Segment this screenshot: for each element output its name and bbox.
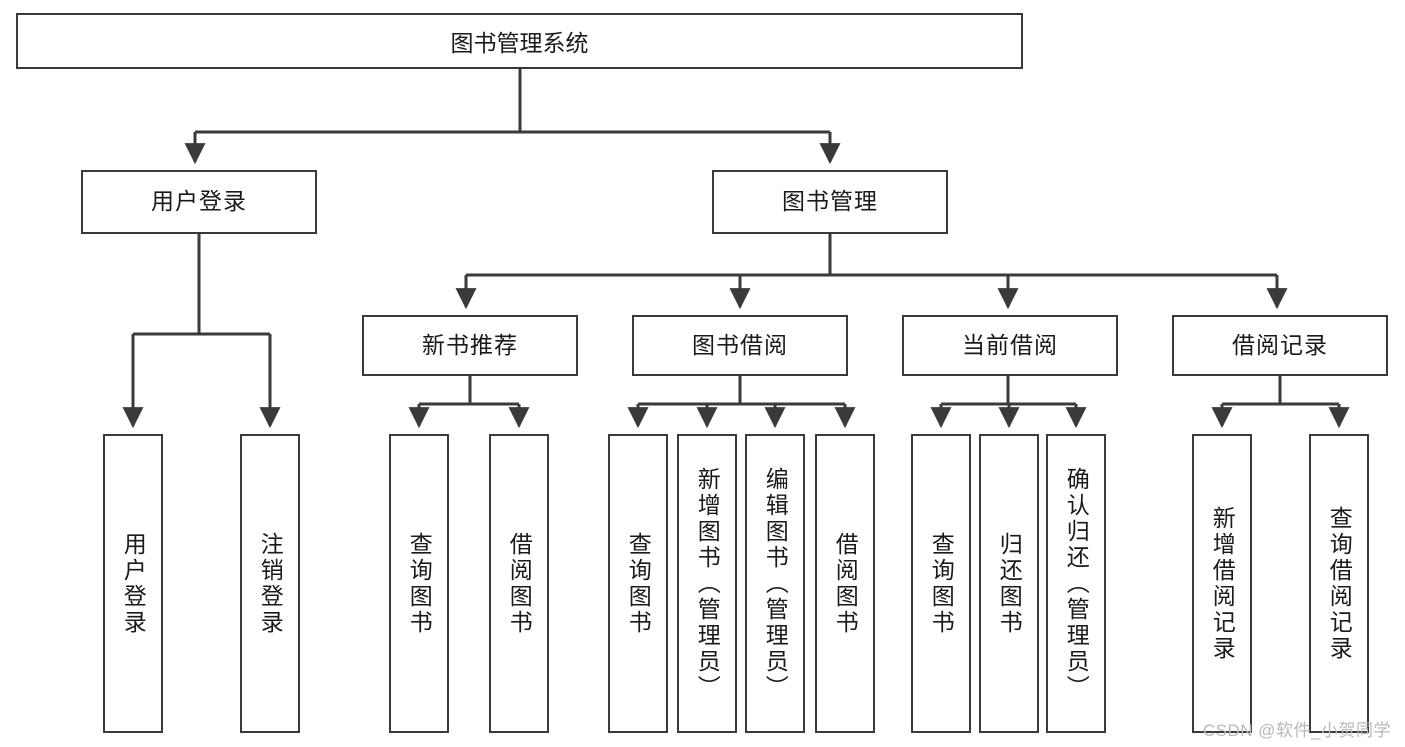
node-user-login[interactable]: 用户登录 xyxy=(81,170,317,234)
leaf-current-confirm-return-admin[interactable]: 确认归还（管理员） xyxy=(1046,434,1106,733)
node-new-book-recommend-label: 新书推荐 xyxy=(422,331,518,358)
leaf-borrow-borrow-book[interactable]: 借阅图书 xyxy=(815,434,875,733)
node-new-book-recommend[interactable]: 新书推荐 xyxy=(362,315,578,376)
leaf-user-login-login[interactable]: 用户登录 xyxy=(103,434,163,733)
leaf-label: 查询图书 xyxy=(625,531,652,636)
leaf-label: 新增借阅记录 xyxy=(1209,505,1236,662)
node-book-management[interactable]: 图书管理 xyxy=(712,170,948,234)
leaf-label: 新增图书（管理员） xyxy=(694,466,721,701)
leaf-user-login-logout[interactable]: 注销登录 xyxy=(240,434,300,733)
leaf-label: 查询借阅记录 xyxy=(1326,505,1353,662)
node-root-book-management-system[interactable]: 图书管理系统 xyxy=(16,13,1023,69)
leaf-borrow-query-book[interactable]: 查询图书 xyxy=(608,434,668,733)
leaf-current-query-book[interactable]: 查询图书 xyxy=(911,434,971,733)
node-current-borrow[interactable]: 当前借阅 xyxy=(902,315,1118,376)
node-borrow-record-label: 借阅记录 xyxy=(1232,331,1328,358)
leaf-recommend-borrow-book[interactable]: 借阅图书 xyxy=(489,434,549,733)
leaf-record-add-record[interactable]: 新增借阅记录 xyxy=(1192,434,1252,733)
leaf-label: 编辑图书（管理员） xyxy=(762,466,789,701)
node-book-management-label: 图书管理 xyxy=(782,188,878,215)
leaf-label: 查询图书 xyxy=(928,531,955,636)
leaf-label: 查询图书 xyxy=(406,531,433,636)
node-book-borrow[interactable]: 图书借阅 xyxy=(632,315,848,376)
leaf-label: 借阅图书 xyxy=(832,531,859,636)
leaf-label: 用户登录 xyxy=(120,531,147,636)
leaf-label: 归还图书 xyxy=(996,531,1023,636)
leaf-borrow-add-book-admin[interactable]: 新增图书（管理员） xyxy=(677,434,737,733)
leaf-label: 借阅图书 xyxy=(506,531,533,636)
leaf-record-query-record[interactable]: 查询借阅记录 xyxy=(1309,434,1369,733)
node-book-borrow-label: 图书借阅 xyxy=(692,331,788,358)
leaf-label: 确认归还（管理员） xyxy=(1063,466,1090,701)
node-root-label: 图书管理系统 xyxy=(450,30,589,56)
leaf-recommend-query-book[interactable]: 查询图书 xyxy=(389,434,449,733)
leaf-label: 注销登录 xyxy=(257,531,284,636)
node-user-login-label: 用户登录 xyxy=(151,188,247,215)
leaf-current-return-book[interactable]: 归还图书 xyxy=(979,434,1039,733)
node-borrow-record[interactable]: 借阅记录 xyxy=(1172,315,1388,376)
csdn-watermark: CSDN @软件_小贺同学 xyxy=(1202,721,1391,740)
node-current-borrow-label: 当前借阅 xyxy=(962,331,1058,358)
leaf-borrow-edit-book-admin[interactable]: 编辑图书（管理员） xyxy=(745,434,805,733)
